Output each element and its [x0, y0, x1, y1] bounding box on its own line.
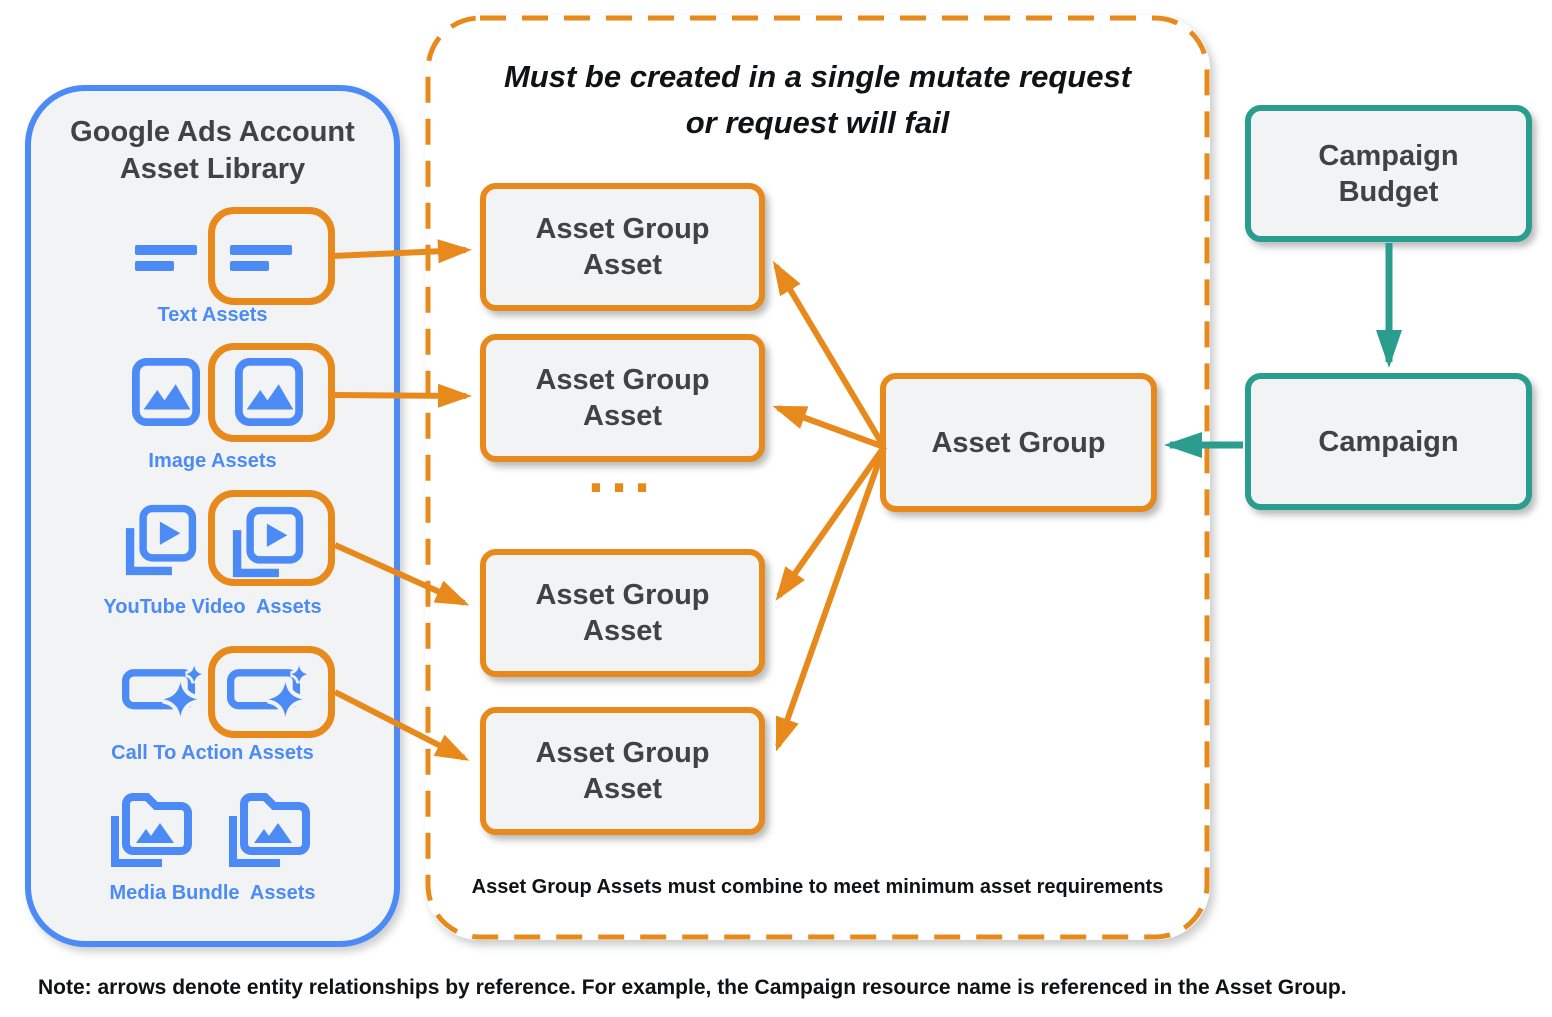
mutate-title-line1: Must be created in a single mutate reque…	[503, 59, 1132, 94]
asset-group-label: Asset Group	[931, 426, 1106, 459]
call-to-action-asset-selected-ring	[208, 646, 335, 738]
ellipsis-more-assets: ...	[587, 440, 658, 505]
library-title-line2: Asset Library	[119, 153, 306, 185]
asset-group-asset-label: Asset Group Asset	[535, 579, 710, 647]
library-title-line1: Google Ads Account	[70, 116, 355, 148]
asset-group-asset-label: Asset Group Asset	[535, 213, 710, 281]
asset-group-asset-box-2: Asset Group Asset	[480, 334, 765, 462]
text-asset-selected-ring	[208, 207, 335, 305]
asset-group-asset-label: Asset Group Asset	[535, 364, 710, 432]
campaign-budget-box: Campaign Budget	[1245, 105, 1532, 242]
mutate-title-line2: or request will fail	[685, 105, 950, 140]
call-to-action-assets-label: Call To Action Assets	[111, 742, 314, 764]
youtube-video-asset-icon	[125, 504, 197, 576]
image-assets-label: Image Assets	[148, 450, 277, 472]
text-asset-icon	[135, 245, 197, 271]
youtube-video-assets-label: YouTube Video Assets	[103, 596, 322, 618]
media-bundle-assets-label: Media Bundle Assets	[109, 882, 316, 904]
asset-group-asset-label: Asset Group Asset	[535, 737, 710, 805]
minimum-asset-requirements-note: Asset Group Assets must combine to meet …	[471, 876, 1164, 898]
image-asset-selected-ring	[208, 343, 335, 442]
asset-group-asset-box-4: Asset Group Asset	[480, 707, 765, 835]
media-bundle-asset-icon	[111, 793, 192, 867]
library-title: Google Ads Account Asset Library	[25, 114, 400, 188]
asset-group-asset-box-3: Asset Group Asset	[480, 549, 765, 677]
dashed-border	[425, 15, 1210, 940]
reference-note: Note: arrows denote entity relationships…	[38, 976, 1347, 999]
text-assets-label: Text Assets	[157, 304, 268, 326]
mutate-request-title: Must be created in a single mutate reque…	[425, 54, 1210, 146]
call-to-action-asset-icon	[122, 664, 204, 718]
call-to-action-asset-icon	[227, 664, 309, 718]
asset-group-asset-box-1: Asset Group Asset	[480, 183, 765, 311]
youtube-video-asset-icon	[232, 506, 304, 578]
media-bundle-asset-icon	[229, 793, 310, 867]
youtube-video-asset-selected-ring	[208, 490, 335, 586]
text-asset-icon	[230, 245, 292, 271]
image-asset-icon	[235, 358, 303, 426]
campaign-label: Campaign	[1318, 425, 1459, 458]
image-asset-icon	[132, 358, 200, 426]
campaign-box: Campaign	[1245, 373, 1532, 510]
campaign-budget-label: Campaign Budget	[1318, 139, 1459, 208]
asset-group-box: Asset Group	[880, 373, 1157, 512]
